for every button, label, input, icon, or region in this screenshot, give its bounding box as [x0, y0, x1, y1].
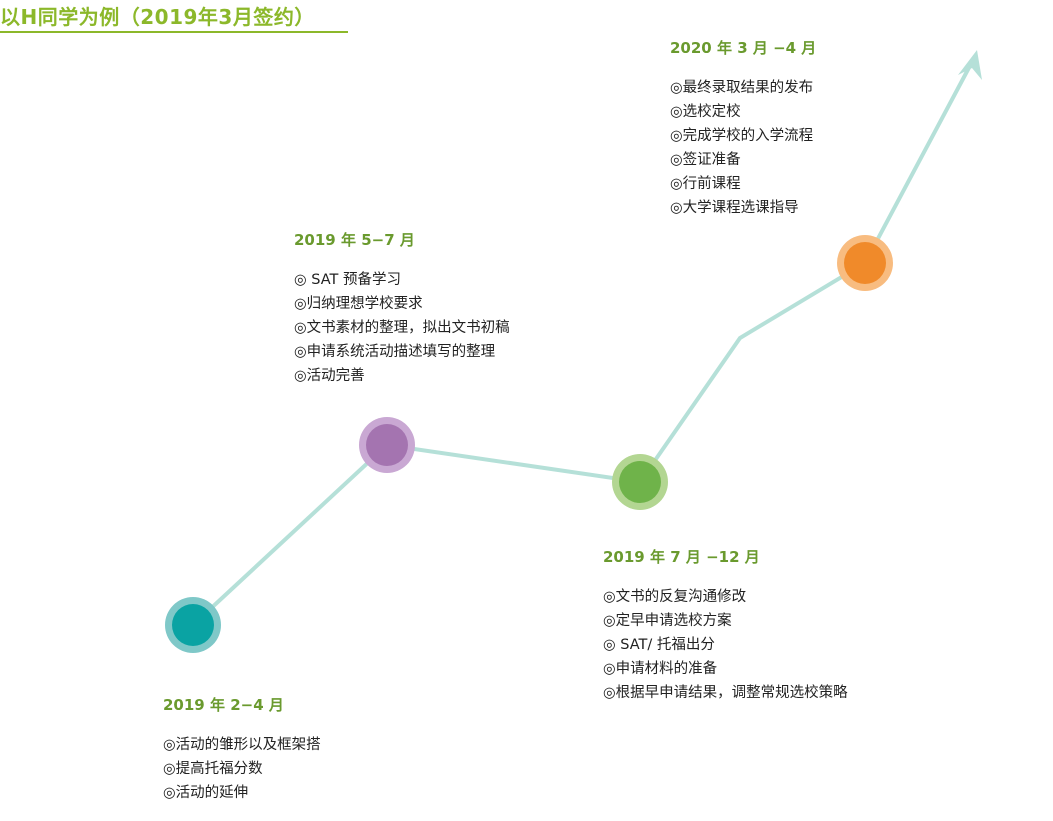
stage-heading: 2019 年 7 月 −12 月 [603, 548, 760, 566]
stage-item: ◎申请材料的准备 [603, 661, 718, 677]
stage-item: ◎ SAT 预备学习 [294, 272, 401, 288]
stage-item: ◎行前课程 [670, 176, 741, 192]
stage-item: ◎申请系统活动描述填写的整理 [294, 344, 496, 360]
stage-item: ◎完成学校的入学流程 [670, 128, 814, 144]
stage-item: ◎根据早申请结果，调整常规选校策略 [603, 685, 848, 701]
stage-item: ◎大学课程选课指导 [670, 200, 799, 216]
stage-heading: 2020 年 3 月 −4 月 [670, 39, 817, 57]
arrow-head-icon [958, 50, 982, 80]
stage-item: ◎最终录取结果的发布 [670, 80, 814, 96]
stage-node [366, 424, 408, 466]
stage-item: ◎活动的延伸 [163, 785, 249, 801]
stage-item: ◎文书素材的整理，拟出文书初稿 [294, 320, 510, 336]
stage-item: ◎定早申请选校方案 [603, 613, 732, 629]
stage-item: ◎选校定校 [670, 104, 741, 120]
stage-4: 2020 年 3 月 −4 月 ◎最终录取结果的发布 ◎选校定校 ◎完成学校的入… [670, 39, 816, 220]
stage-node [844, 242, 886, 284]
stage-item: ◎签证准备 [670, 152, 741, 168]
stage-2: 2019 年 5−7 月 ◎ SAT 预备学习 ◎归纳理想学校要求 ◎文书素材的… [294, 231, 510, 388]
stage-node [619, 461, 661, 503]
stage-item: ◎提高托福分数 [163, 761, 263, 777]
stage-node [172, 604, 214, 646]
stage-item: ◎活动的雏形以及框架搭 [163, 737, 321, 753]
stage-item: ◎活动完善 [294, 368, 365, 384]
stage-heading: 2019 年 2−4 月 [163, 696, 284, 714]
stage-item: ◎归纳理想学校要求 [294, 296, 423, 312]
page-title: 以H同学为例（2019年3月签约） [0, 5, 315, 29]
stage-3: 2019 年 7 月 −12 月 ◎文书的反复沟通修改 ◎定早申请选校方案 ◎ … [603, 548, 848, 705]
stage-item: ◎文书的反复沟通修改 [603, 589, 747, 605]
stage-heading: 2019 年 5−7 月 [294, 231, 415, 249]
title-underline [0, 31, 348, 33]
stage-1: 2019 年 2−4 月 ◎活动的雏形以及框架搭 ◎提高托福分数 ◎活动的延伸 [163, 696, 321, 805]
timeline-path [191, 61, 974, 627]
stage-item: ◎ SAT/ 托福出分 [603, 637, 715, 653]
